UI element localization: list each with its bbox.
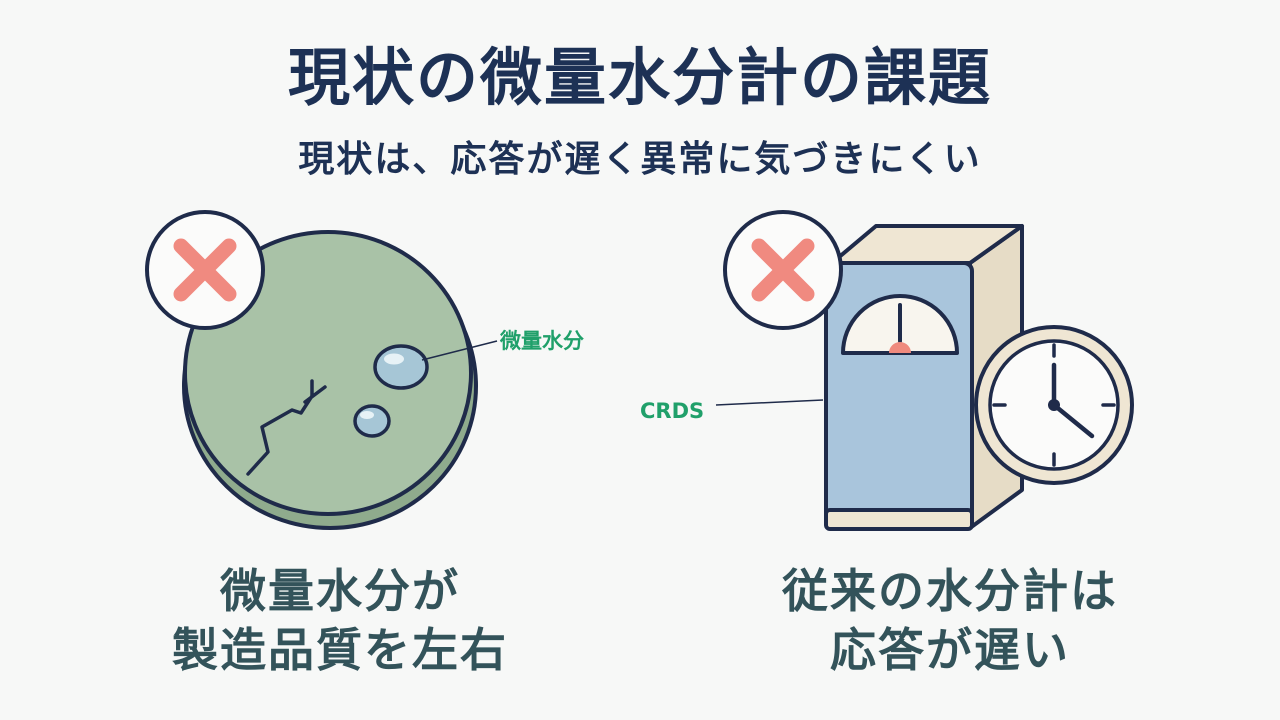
moisture-leader-line [421, 340, 498, 361]
moisture-droplet-small [353, 404, 391, 438]
left-caption-line2: 製造品質を左右 [172, 622, 508, 677]
left-caption: 微量水分が 製造品質を左右 [90, 562, 590, 680]
right-caption: 従来の水分計は 応答が遅い [700, 562, 1200, 680]
wafer-disc-illustration [182, 230, 478, 530]
cross-mark-icon [723, 210, 843, 330]
clock-icon [974, 325, 1134, 485]
crack-mark [246, 379, 327, 476]
left-caption-line1: 微量水分が [220, 564, 460, 618]
page-subtitle: 現状は、応答が遅く異常に気づきにくい [298, 139, 982, 180]
right-caption-line1: 従来の水分計は [782, 564, 1118, 618]
crds-leader-line [715, 399, 824, 406]
moisture-droplet-large [373, 344, 429, 390]
right-caption-line2: 応答が遅い [830, 622, 1070, 677]
cross-mark-icon [145, 210, 265, 330]
page-title: 現状の微量水分計の課題 [287, 41, 992, 114]
crds-callout-label: CRDS [640, 399, 705, 423]
moisture-callout-label: 微量水分 [500, 329, 584, 353]
